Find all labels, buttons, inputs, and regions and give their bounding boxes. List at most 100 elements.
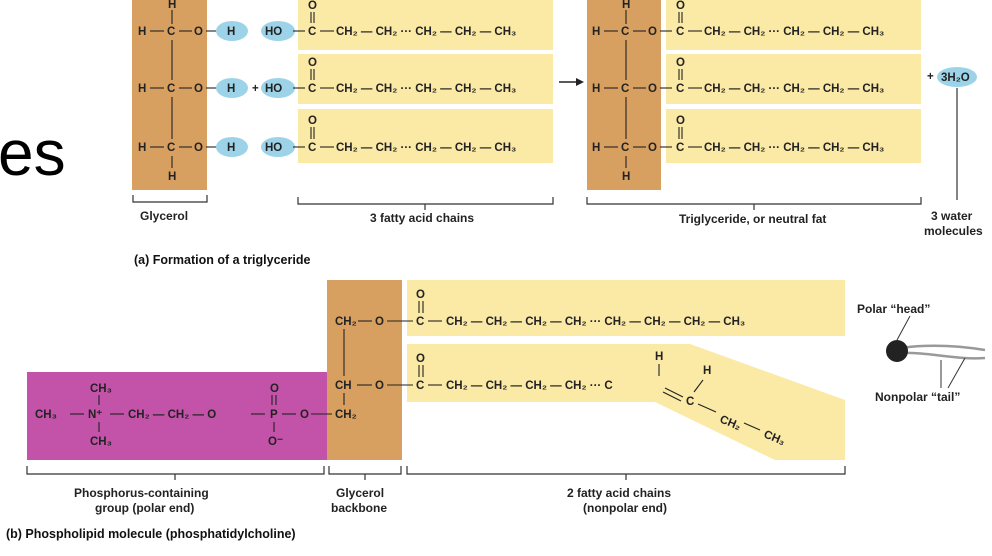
fatty-acid-chains: O C CH₂ — CH₂ ··· CH₂ — CH₂ — CH₃ O C CH… — [293, 0, 516, 154]
fa-chain-1: CH₂ — CH₂ ··· CH₂ — CH₂ — CH₃ — [336, 26, 516, 38]
choline-ch3-top: CH₃ — [90, 383, 112, 395]
fatty-acid-box-1 — [298, 0, 553, 50]
tg-o-1: O — [648, 26, 657, 38]
tg-fa-c-1: C — [676, 26, 684, 38]
fa-c-3: C — [308, 142, 316, 154]
ho-1: HO — [265, 26, 282, 38]
glycerol-o-3: O — [194, 142, 203, 154]
backbone-bracket — [328, 466, 402, 480]
fa-o-1: O — [308, 0, 317, 12]
slide-title-fragment: es — [0, 117, 66, 189]
glycerol-bottom-h: H — [168, 171, 176, 183]
water-product: + 3H₂O — [927, 67, 977, 200]
tg-chain-2: CH₂ — CH₂ ··· CH₂ — CH₂ — CH₃ — [704, 83, 884, 95]
hydroxyl-groups: HO HO HO — [261, 21, 295, 157]
phospholipid-icon — [886, 315, 986, 389]
glycerol-h-2: H — [138, 83, 146, 95]
chain1-carbonyl-c: C — [416, 316, 424, 328]
backbone-o-top: O — [375, 316, 384, 328]
water-h-3: H — [227, 142, 235, 154]
tg-fatty-chains: O C CH₂ — CH₂ ··· CH₂ — CH₂ — CH₃ O C CH… — [660, 0, 884, 154]
backbone-ch2-bottom: CH₂ — [335, 409, 357, 421]
ho-2: HO — [265, 83, 282, 95]
kink-h-top: H — [655, 351, 663, 363]
fa-chain-2: CH₂ — CH₂ ··· CH₂ — CH₂ — CH₃ — [336, 83, 516, 95]
kink-h: H — [703, 365, 711, 377]
tg-fatty-box-1 — [666, 0, 921, 50]
fa-c-1: C — [308, 26, 316, 38]
fatty-chains-label-1: 2 fatty acid chains — [567, 486, 671, 500]
glycerol-c-2: C — [167, 83, 175, 95]
phosphorus-label-2: group (polar end) — [95, 501, 194, 515]
glycerol-bracket — [132, 195, 208, 203]
choline-ch3-bottom: CH₃ — [90, 436, 112, 448]
backbone-o-middle: O — [375, 380, 384, 392]
chain2-carbonyl-o: O — [416, 353, 425, 365]
polar-head-icon — [886, 340, 908, 362]
choline-chain: CH₂ — CH₂ — O — [128, 409, 216, 421]
phosphorus-bracket — [26, 466, 325, 480]
triglyceride-glycerol: H H C O H C O H C O H — [592, 0, 657, 183]
backbone-label-2: backbone — [331, 501, 387, 515]
tg-chain-1: CH₂ — CH₂ ··· CH₂ — CH₂ — CH₃ — [704, 26, 884, 38]
polar-head-label: Polar “head” — [857, 302, 930, 316]
glycerol-o-2: O — [194, 83, 203, 95]
backbone-ch: CH — [335, 380, 352, 392]
tg-fatty-box-2 — [666, 54, 921, 104]
tg-h-1: H — [592, 26, 600, 38]
tg-bottom-h: H — [622, 171, 630, 183]
tg-fa-c-3: C — [676, 142, 684, 154]
fatty-chains-bracket — [406, 466, 846, 480]
glycerol-molecule: H H C O H C O H C O H — [138, 0, 218, 183]
phosphorus-atom: P — [270, 409, 278, 421]
choline-phosphate: CH₃ CH₃ N⁺ CH₂ — CH₂ — O CH₃ O P O⁻ O — [35, 383, 332, 448]
fatty-acids-label: 3 fatty acid chains — [370, 211, 474, 225]
chain1-carbons: CH₂ — CH₂ — CH₂ — CH₂ ··· CH₂ — CH₂ — CH… — [446, 316, 745, 328]
phosphate-ester-o: O — [300, 409, 309, 421]
tg-fa-o-2: O — [676, 57, 685, 69]
water-h-1: H — [227, 26, 235, 38]
glycerol-h-3: H — [138, 142, 146, 154]
phospholipid-fatty-box-1 — [407, 280, 845, 336]
fatty-acid-box-3 — [298, 109, 553, 163]
tg-c-3: C — [621, 142, 629, 154]
phosphate-o-top: O — [270, 383, 279, 395]
nonpolar-tail-label: Nonpolar “tail” — [875, 390, 960, 404]
panel-b-caption: (b) Phospholipid molecule (phosphatidylc… — [6, 527, 296, 541]
water-formula: 3H₂O — [941, 72, 970, 84]
water-oval-3 — [216, 137, 248, 157]
phosphorus-label-1: Phosphorus-containing — [74, 486, 209, 500]
phosphate-group-box — [27, 372, 327, 460]
backbone-label-1: Glycerol — [336, 486, 384, 500]
water-oval-2 — [216, 78, 248, 98]
tg-h-3: H — [592, 142, 600, 154]
tg-o-3: O — [648, 142, 657, 154]
phosphate-o-bottom: O⁻ — [268, 436, 283, 448]
water-oval-1 — [216, 21, 248, 41]
glycerol-c-1: C — [167, 26, 175, 38]
chain2-carbons: CH₂ — CH₂ — CH₂ — CH₂ ··· C — [446, 380, 613, 392]
panel-a-caption: (a) Formation of a triglyceride — [134, 253, 310, 267]
fa-o-2: O — [308, 57, 317, 69]
water-h-2: H — [227, 83, 235, 95]
triglyceride-bracket — [586, 197, 922, 210]
choline-ch3-left: CH₃ — [35, 409, 57, 421]
water-label-2: molecules — [924, 224, 983, 238]
water-plus: + — [927, 71, 934, 83]
tg-fa-c-2: C — [676, 83, 684, 95]
tg-o-2: O — [648, 83, 657, 95]
tg-fa-o-1: O — [676, 0, 685, 12]
triglyceride-glycerol-box — [587, 0, 661, 190]
plus-sign: + — [252, 83, 259, 95]
glycerol-backbone: CH₂ O CH O CH₂ — [335, 316, 413, 421]
ho-3: HO — [265, 142, 282, 154]
fatty-acid-box-2 — [298, 54, 553, 104]
backbone-ch2-top: CH₂ — [335, 316, 357, 328]
fatty-chains-label-2: (nonpolar end) — [583, 501, 667, 515]
glycerol-box — [132, 0, 207, 190]
fa-chain-3: CH₂ — CH₂ ··· CH₂ — CH₂ — CH₃ — [336, 142, 516, 154]
tg-fatty-box-3 — [666, 109, 921, 163]
glycerol-c-3: C — [167, 142, 175, 154]
water-hydrogens: H H H + — [216, 21, 259, 157]
